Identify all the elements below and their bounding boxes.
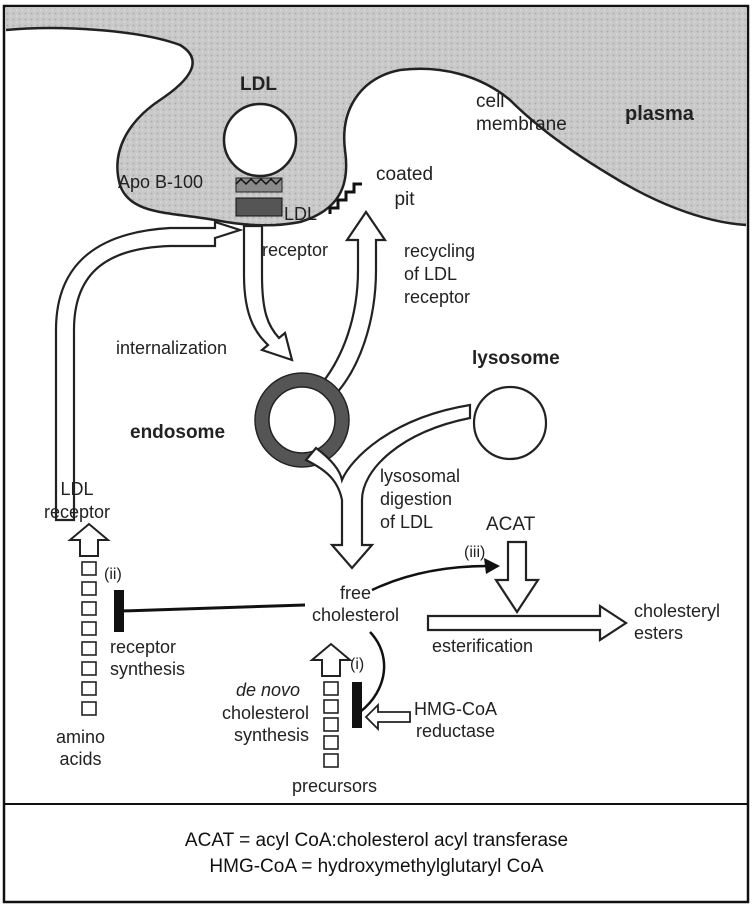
de-novo-arrow xyxy=(312,644,350,676)
step-i-label: (i) xyxy=(350,654,364,675)
ldl-receptor-top-label: LDL xyxy=(284,204,317,225)
ldl-label: LDL xyxy=(240,74,277,95)
lysosome-label: lysosome xyxy=(472,348,560,369)
apo-b100-label: Apo B-100 xyxy=(118,172,203,193)
endosome xyxy=(262,380,342,460)
free-cholesterol-label: free cholesterol xyxy=(312,582,399,626)
de-novo-label: de novo xyxy=(236,680,300,701)
recycling-label: recycling of LDL receptor xyxy=(404,240,475,309)
receptor-return-arrow xyxy=(56,222,240,520)
precursor-stack xyxy=(324,682,338,767)
hmg-coa-definition: HMG-CoA = hydroxymethylglutaryl CoA xyxy=(0,854,753,880)
lysosome xyxy=(474,387,546,459)
hmg-coa-reductase-label: HMG-CoA reductase xyxy=(414,698,497,742)
acat-label: ACAT xyxy=(486,514,535,535)
endosome-label: endosome xyxy=(130,422,225,443)
esterification-label: esterification xyxy=(432,636,533,657)
step-iii-label: (iii) xyxy=(464,542,485,563)
internalization-label: internalization xyxy=(116,338,227,359)
lysosomal-digestion-label: lysosomal digestion of LDL xyxy=(380,465,460,534)
ldl-particle xyxy=(224,104,296,176)
plasma-label: plasma xyxy=(625,104,694,125)
receptor-synthesis-label: receptor synthesis xyxy=(110,636,185,680)
cholesteryl-esters-label: cholesteryl esters xyxy=(634,600,720,644)
esterification-arrow xyxy=(428,606,626,640)
receptor-synthesis-arrow xyxy=(70,524,108,556)
inhibition-line-ii xyxy=(122,605,305,611)
amino-acids-label: amino acids xyxy=(56,726,105,770)
abbreviation-legend: ACAT = acyl CoA:cholesterol acyl transfe… xyxy=(0,806,753,880)
activation-arrowhead-iii xyxy=(484,558,500,574)
acat-definition: ACAT = acyl CoA:cholesterol acyl transfe… xyxy=(0,828,753,854)
hmg-arrow xyxy=(366,705,410,729)
recycling-arrow xyxy=(318,212,385,398)
amino-acid-stack xyxy=(82,562,96,715)
precursors-label: precursors xyxy=(292,776,377,797)
coated-pit-label: coated pit xyxy=(376,162,433,212)
inhibition-bar-i xyxy=(352,682,362,728)
cholesterol-synthesis-label: cholesterol synthesis xyxy=(222,702,309,746)
inhibition-bar-ii xyxy=(114,590,124,632)
ldl-receptor-left-label: LDL receptor xyxy=(44,478,110,524)
acat-arrow xyxy=(496,542,538,612)
step-ii-label: (ii) xyxy=(104,564,122,585)
receptor-top-label: receptor xyxy=(262,240,328,261)
cell-membrane-label: cell membrane xyxy=(476,90,567,136)
ldl-receptor-block xyxy=(236,198,282,216)
